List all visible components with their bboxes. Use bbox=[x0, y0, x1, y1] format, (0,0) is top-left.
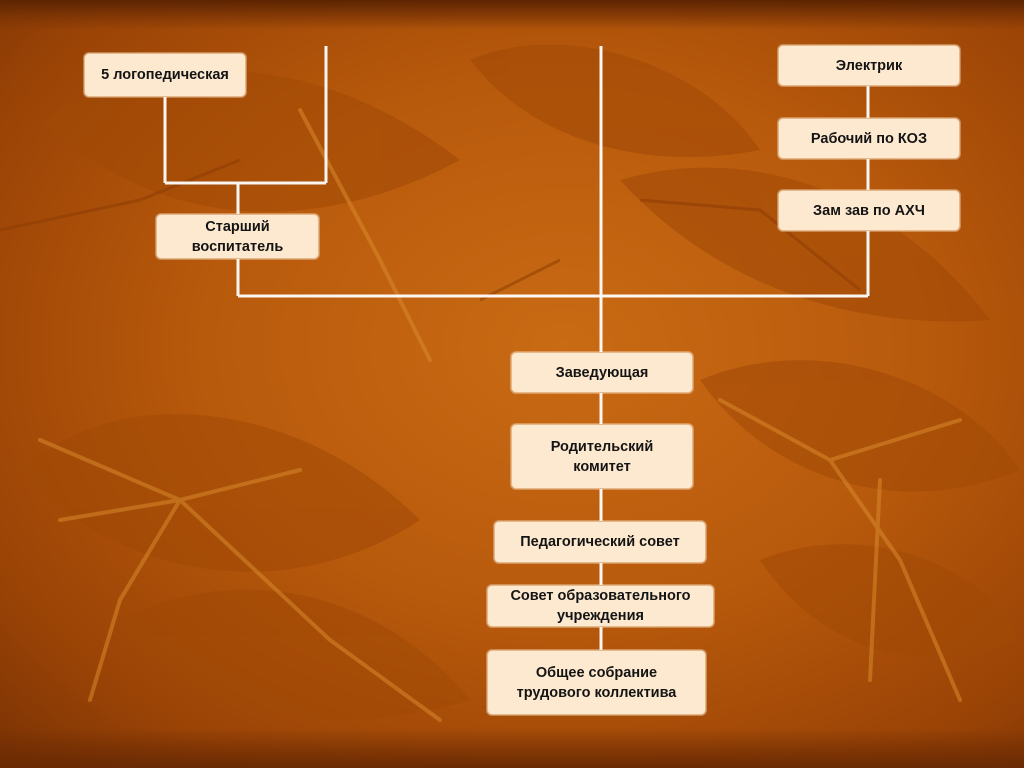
box-logoped: 5 логопедическая bbox=[84, 53, 246, 97]
box-institution-council: Совет образовательного учреждения bbox=[487, 585, 714, 627]
box-pedagogical-council: Педагогический совет bbox=[494, 521, 706, 563]
box-electrician: Электрик bbox=[778, 45, 960, 86]
box-senior-educator: Старший воспитатель bbox=[156, 214, 319, 259]
bottom-shade bbox=[0, 728, 1024, 768]
box-head: Заведующая bbox=[511, 352, 693, 393]
box-worker-koz: Рабочий по КОЗ bbox=[778, 118, 960, 159]
box-deputy-ahch: Зам зав по АХЧ bbox=[778, 190, 960, 231]
box-parent-committee: Родительский комитет bbox=[511, 424, 693, 489]
top-shade bbox=[0, 0, 1024, 30]
box-general-meeting: Общее собрание трудового коллектива bbox=[487, 650, 706, 715]
